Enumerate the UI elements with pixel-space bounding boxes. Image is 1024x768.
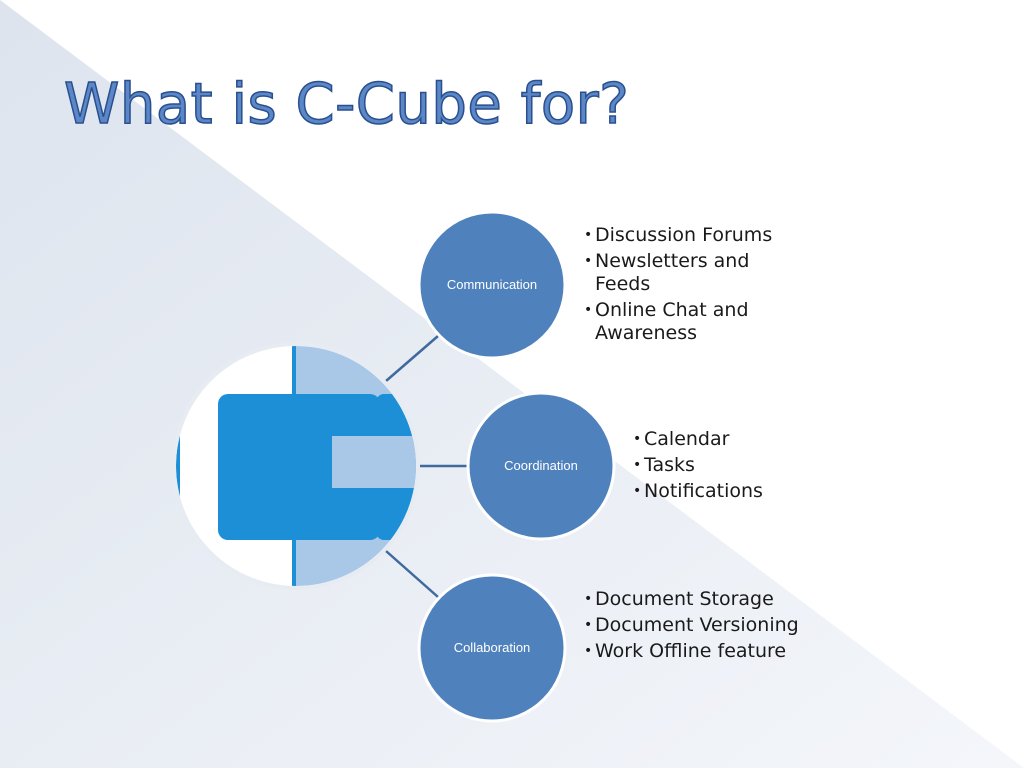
bullet-item: Notifications <box>633 480 833 503</box>
node-communication: Communication <box>417 210 567 360</box>
collaboration-bullet-list: Document Storage Document Versioning Wor… <box>584 588 799 666</box>
node-collaboration: Collaboration <box>417 573 567 723</box>
connector-communication <box>385 335 439 382</box>
bullet-item: Online Chat and Awareness <box>584 299 799 345</box>
node-label-coordination: Coordination <box>504 458 578 473</box>
connector-collaboration <box>385 550 439 598</box>
bullet-item: Work Offline feature <box>584 640 799 663</box>
slide-title: What is C-Cube for? <box>63 71 630 138</box>
bullet-item: Tasks <box>633 454 833 477</box>
communication-bullet-list: Discussion Forums Newsletters and Feeds … <box>584 224 799 348</box>
bullet-item: Discussion Forums <box>584 224 799 247</box>
bullet-item: Document Storage <box>584 588 799 611</box>
coordination-bullet-list: Calendar Tasks Notifications <box>633 428 833 506</box>
bullet-item: Newsletters and Feeds <box>584 250 799 296</box>
c-cube-logo-icon <box>172 342 420 590</box>
node-label-communication: Communication <box>447 277 537 292</box>
node-coordination: Coordination <box>466 391 616 541</box>
bullet-item: Calendar <box>633 428 833 451</box>
node-label-collaboration: Collaboration <box>454 640 531 655</box>
bullet-item: Document Versioning <box>584 614 799 637</box>
